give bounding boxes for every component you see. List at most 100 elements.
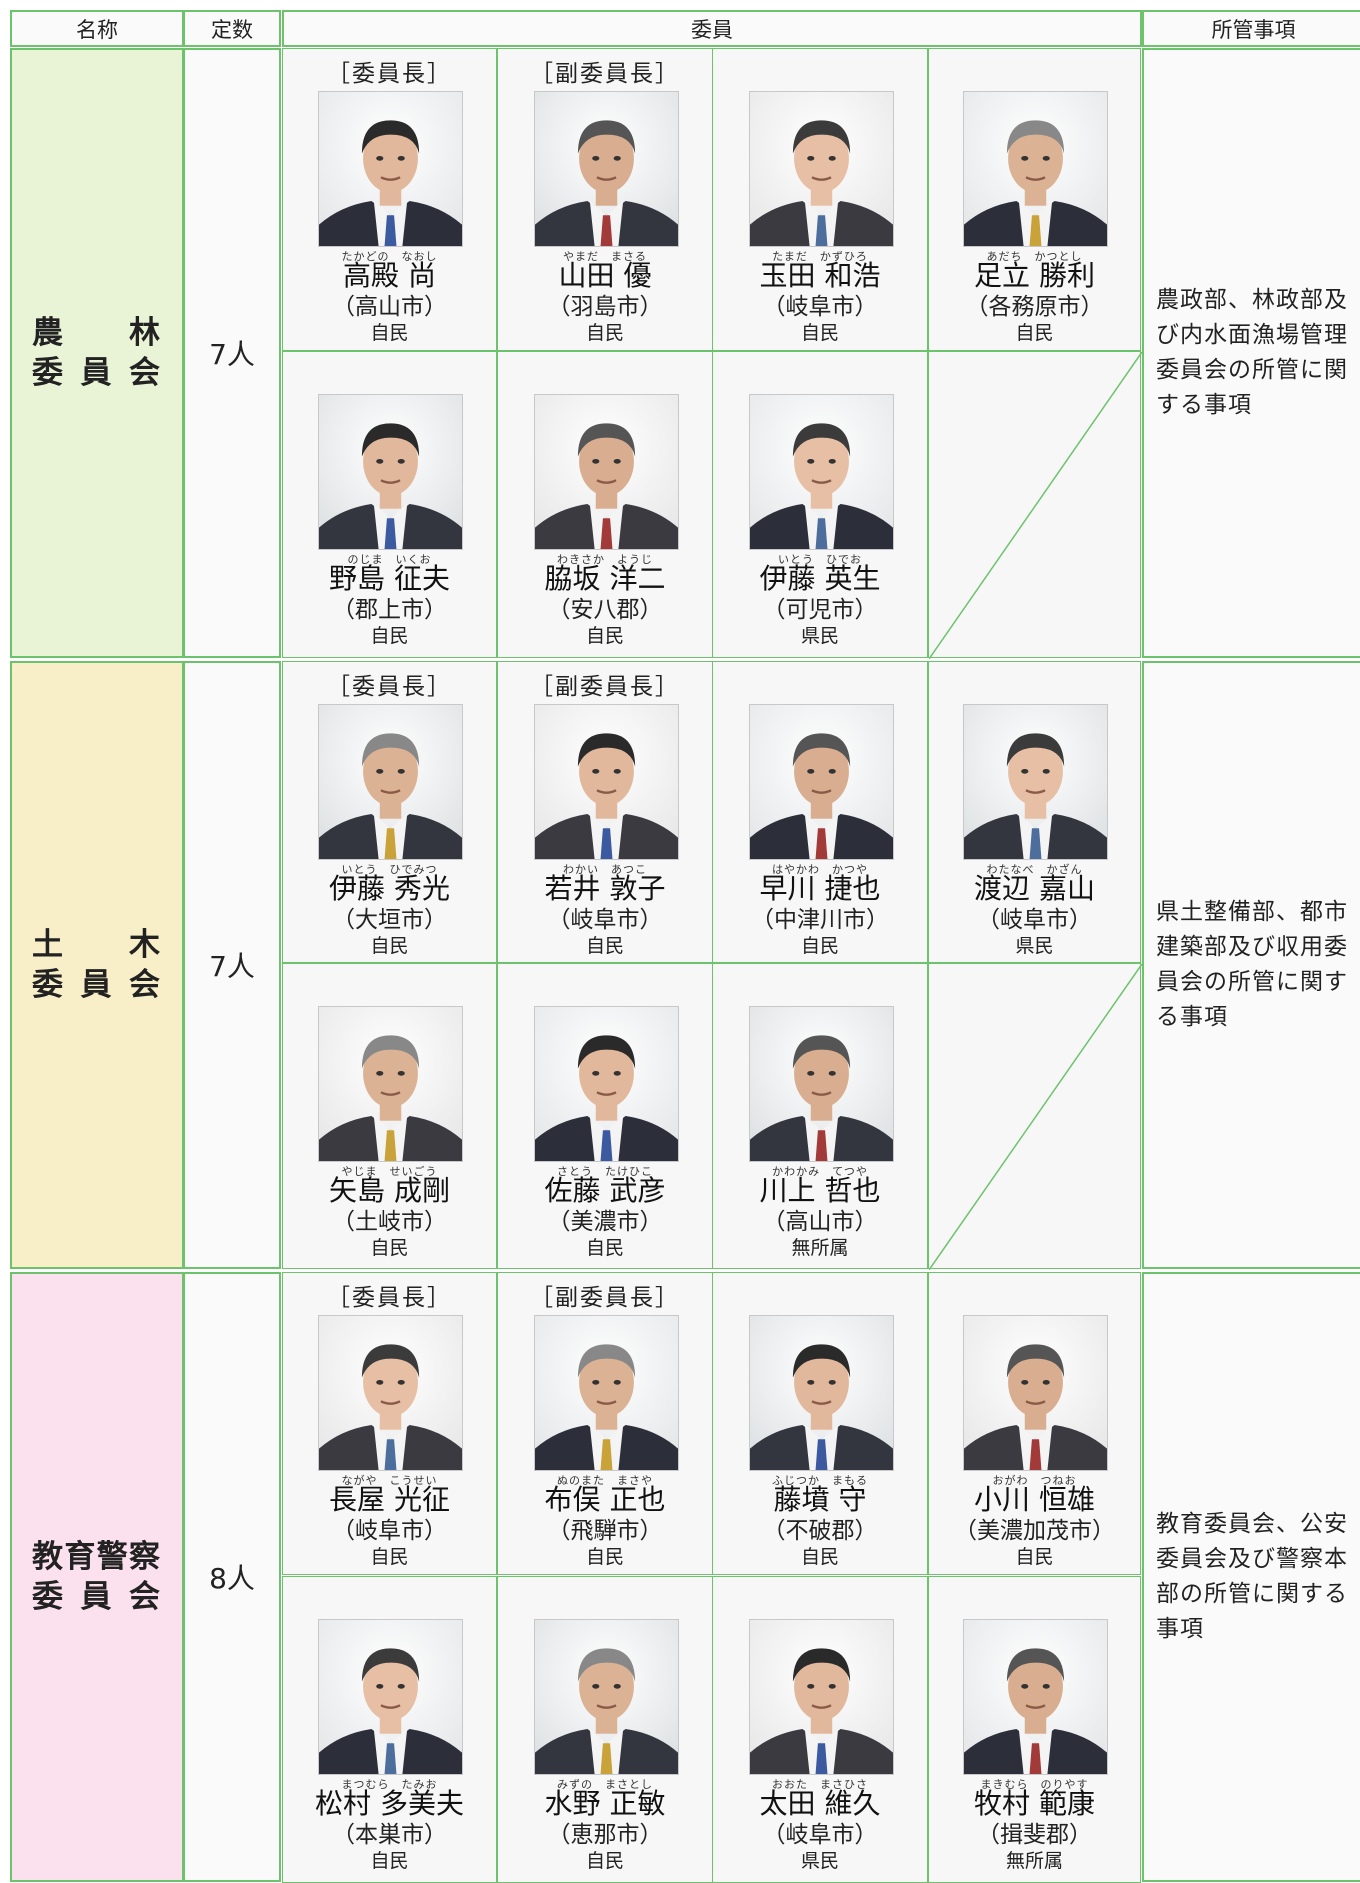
member-party: 自民 xyxy=(370,1850,409,1872)
member-district: （各務原市） xyxy=(965,294,1104,320)
member-district: （本巣市） xyxy=(332,1822,447,1848)
member-name-reading: わかい あつこ xyxy=(563,863,647,876)
portrait-icon xyxy=(318,1006,463,1162)
committee-name-line1: 農林 xyxy=(32,313,160,353)
committee-name-line2: 委員会 xyxy=(32,353,160,393)
member-name-reading: ながや こうせい xyxy=(341,1474,438,1487)
member-name-reading: いとう ひでみつ xyxy=(341,863,438,876)
member-name: 玉田 和浩 xyxy=(759,259,881,292)
member-profile: あだち かつとし足立 勝利（各務原市）自民 xyxy=(929,49,1140,350)
member-district: （美濃市） xyxy=(547,1209,663,1235)
portrait-icon xyxy=(749,1315,894,1471)
member-name-reading: わきさか ようじ xyxy=(557,553,653,566)
portrait-icon xyxy=(749,1619,894,1775)
member-name-reading: あだち かつとし xyxy=(986,250,1083,263)
member-profile: いとう ひでお伊藤 英生（可児市）県民 xyxy=(713,352,927,657)
member-cell: ［副委員長］やまだ まさる山田 優（羽島市）自民 xyxy=(497,48,713,351)
member-role: ［副委員長］ xyxy=(530,674,680,700)
member-cell: わきさか ようじ脇坂 洋二（安八郡）自民 xyxy=(497,351,713,658)
member-profile: ［副委員長］やまだ まさる山田 優（羽島市）自民 xyxy=(498,49,712,350)
portrait-icon xyxy=(534,704,679,860)
member-party: 無所属 xyxy=(791,1237,849,1259)
member-name: 高殿 尚 xyxy=(343,259,436,292)
member-cell: かわかみ てつや川上 哲也（高山市）無所属 xyxy=(712,963,928,1269)
member-profile: ［委員長］ながや こうせい長屋 光征（岐阜市）自民 xyxy=(283,1273,496,1574)
portrait-icon xyxy=(318,394,463,550)
member-profile: おおた まさひさ太田 維久（岐阜市）県民 xyxy=(713,1577,927,1882)
header-duties: 所管事項 xyxy=(1142,10,1360,47)
portrait-icon xyxy=(318,91,463,247)
member-cell: さとう たけひこ佐藤 武彦（美濃市）自民 xyxy=(497,963,713,1269)
member-cell: まきむら のりやす牧村 範康（揖斐郡）無所属 xyxy=(928,1576,1141,1883)
member-profile: わきさか ようじ脇坂 洋二（安八郡）自民 xyxy=(498,352,712,657)
committee-name-char: 会 xyxy=(129,967,160,1003)
member-name-reading: たかどの なおし xyxy=(341,250,438,263)
member-name: 早川 捷也 xyxy=(759,872,881,905)
member-cell: ［委員長］いとう ひでみつ伊藤 秀光（大垣市）自民 xyxy=(282,661,497,963)
committee-name-char: 員 xyxy=(80,967,112,1003)
member-district: （美濃加茂市） xyxy=(954,1518,1115,1544)
member-district: （不破郡） xyxy=(762,1518,878,1544)
member-party: 自民 xyxy=(1015,322,1054,344)
member-name: 矢島 成剛 xyxy=(329,1174,450,1207)
member-party: 自民 xyxy=(585,625,624,647)
member-party: 自民 xyxy=(800,935,839,957)
portrait-icon xyxy=(534,394,679,550)
committee-name-char: 木 xyxy=(129,927,160,963)
member-profile: たまだ かずひろ玉田 和浩（岐阜市）自民 xyxy=(713,49,927,350)
committee-name-char: 農 xyxy=(32,315,63,351)
member-profile: ［委員長］たかどの なおし高殿 尚（高山市）自民 xyxy=(283,49,496,350)
portrait-icon xyxy=(963,1315,1108,1471)
member-cell xyxy=(928,351,1142,659)
committee-name-char: 委 xyxy=(32,967,63,1003)
portrait-icon xyxy=(749,1006,894,1162)
member-name-reading: はやかわ かつや xyxy=(772,863,868,876)
member-name-reading: のじま いくお xyxy=(347,553,432,566)
portrait-icon xyxy=(318,1315,463,1471)
member-profile: さとう たけひこ佐藤 武彦（美濃市）自民 xyxy=(498,964,712,1268)
member-profile: ［副委員長］ぬのまた まさや布俣 正也（飛騨市）自民 xyxy=(498,1273,712,1574)
member-profile: やじま せいごう矢島 成剛（土岐市）自民 xyxy=(283,964,496,1268)
member-cell: おおた まさひさ太田 維久（岐阜市）県民 xyxy=(712,1576,928,1883)
committee-name-char: 会 xyxy=(129,1579,160,1615)
member-party: 自民 xyxy=(585,935,624,957)
member-profile: はやかわ かつや早川 捷也（中津川市）自民 xyxy=(713,662,927,962)
portrait-icon xyxy=(963,1619,1108,1775)
portrait-icon xyxy=(749,704,894,860)
member-cell: はやかわ かつや早川 捷也（中津川市）自民 xyxy=(712,661,928,963)
member-name: 藤墳 守 xyxy=(773,1483,867,1516)
member-role: ［副委員長］ xyxy=(530,1285,680,1311)
member-name: 伊藤 秀光 xyxy=(329,872,450,905)
member-district: （飛騨市） xyxy=(547,1518,663,1544)
member-profile: みずの まさとし水野 正敏（恵那市）自民 xyxy=(498,1577,712,1882)
member-party: 自民 xyxy=(585,1237,624,1259)
member-name-reading: たまだ かずひろ xyxy=(772,250,868,263)
member-district: （土岐市） xyxy=(332,1209,447,1235)
member-name: 脇坂 洋二 xyxy=(544,562,666,595)
portrait-icon xyxy=(534,1619,679,1775)
committee-name: 農林委員会 xyxy=(10,48,184,658)
member-district: （岐阜市） xyxy=(547,907,663,933)
member-name-reading: おおた まさひさ xyxy=(772,1778,868,1791)
member-cell: ［委員長］ながや こうせい長屋 光征（岐阜市）自民 xyxy=(282,1272,497,1575)
committee-name-line2: 委員会 xyxy=(32,1577,160,1617)
member-cell: やじま せいごう矢島 成剛（土岐市）自民 xyxy=(282,963,497,1269)
member-cell: ［委員長］たかどの なおし高殿 尚（高山市）自民 xyxy=(282,48,497,351)
header-count: 定数 xyxy=(183,10,281,47)
header-name: 名称 xyxy=(10,10,184,47)
committee-name: 教育警察委員会 xyxy=(10,1272,184,1882)
member-cell: あだち かつとし足立 勝利（各務原市）自民 xyxy=(928,48,1141,351)
member-name-reading: まきむら のりやす xyxy=(980,1778,1089,1791)
member-cell: わたなべ かざん渡辺 嘉山（岐阜市）県民 xyxy=(928,661,1141,963)
committee-name-char: 委 xyxy=(32,355,63,391)
portrait-icon xyxy=(963,91,1108,247)
header-members: 委員 xyxy=(282,10,1142,47)
member-party: 自民 xyxy=(370,935,409,957)
member-name-reading: いとう ひでお xyxy=(778,553,862,566)
member-cell: みずの まさとし水野 正敏（恵那市）自民 xyxy=(497,1576,713,1883)
member-name: 山田 優 xyxy=(558,259,652,292)
member-name-reading: みずの まさとし xyxy=(557,1778,653,1791)
portrait-icon xyxy=(534,91,679,247)
member-name: 伊藤 英生 xyxy=(759,562,881,595)
member-name: 水野 正敏 xyxy=(544,1787,666,1820)
